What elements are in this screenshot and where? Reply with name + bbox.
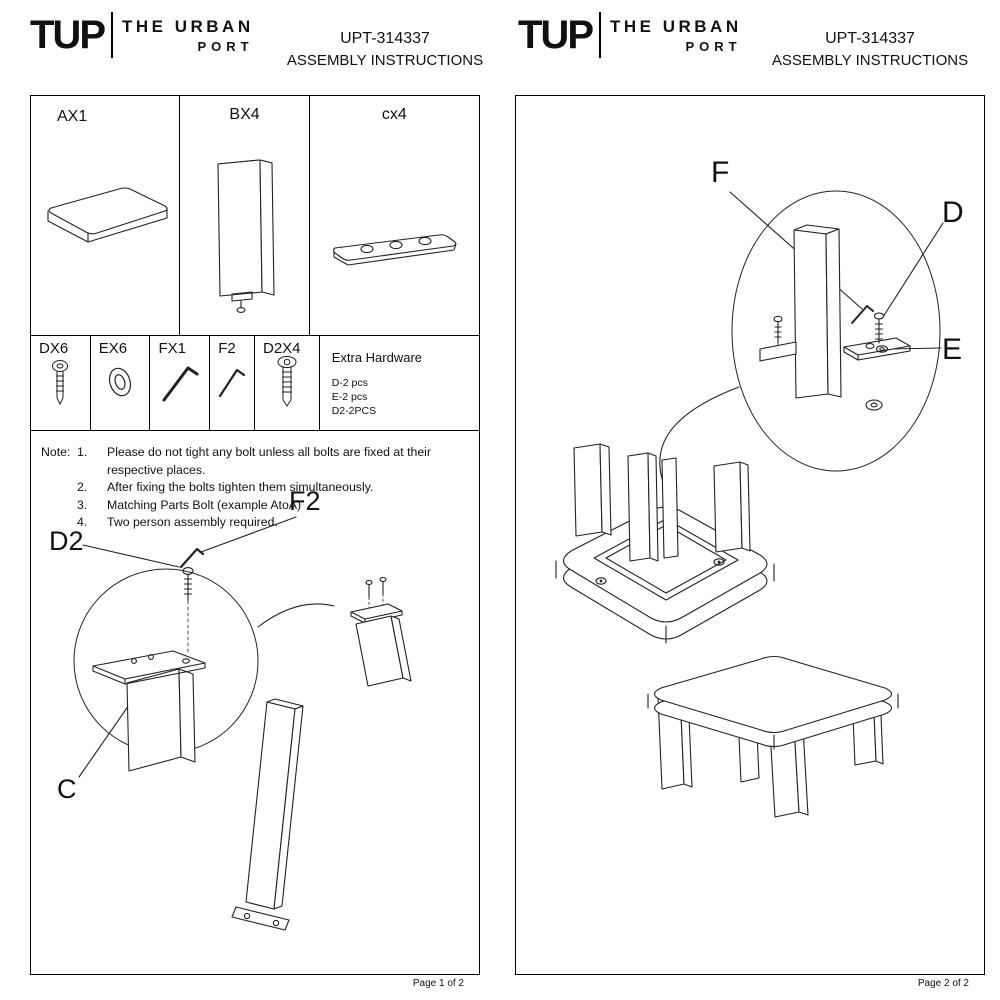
part-cell-d2: D2X4 bbox=[255, 336, 320, 430]
note-number: 3. bbox=[77, 497, 88, 512]
logo-line2: PORT bbox=[197, 38, 254, 54]
parts-table-row1: AX1 BX4 bbox=[31, 96, 479, 336]
callout-label-c: C bbox=[57, 774, 77, 804]
leg-part-drawing bbox=[217, 159, 275, 313]
note-row: 3. Matching Parts Bolt (example AtoA) bbox=[41, 497, 477, 515]
callout-label-e: E bbox=[942, 333, 963, 366]
note-number: 1. bbox=[77, 445, 88, 459]
logo-line1: THE URBAN bbox=[122, 16, 254, 36]
callout-label-f: F bbox=[711, 156, 730, 189]
extra-hardware-item: D2-2PCS bbox=[331, 405, 377, 417]
part-cell-c: cx4 bbox=[310, 96, 479, 335]
extra-hardware-title: Extra Hardware bbox=[331, 350, 423, 365]
callout-label-f2: F2 bbox=[289, 486, 321, 516]
model-number: UPT-314337 bbox=[340, 30, 430, 47]
small-allen-key-part-drawing bbox=[219, 368, 246, 398]
logo-wordmark: THE URBAN PORT bbox=[610, 17, 742, 54]
page1-footer: Page 1 of 2 bbox=[412, 978, 464, 989]
part-cell-d: DX6 bbox=[31, 336, 91, 430]
document-title: ASSEMBLY INSTRUCTIONS bbox=[771, 52, 969, 69]
page2-footer: Page 2 of 2 bbox=[917, 978, 969, 989]
part-cell-b: BX4 bbox=[180, 96, 310, 335]
logo-divider bbox=[111, 12, 113, 58]
document-title-block: UPT-314337 ASSEMBLY INSTRUCTIONS bbox=[755, 30, 985, 69]
instruction-page-2: TUP THE URBAN PORT UPT-314337 ASSEMBLY I… bbox=[500, 0, 1000, 1000]
note-text: Matching Parts Bolt (example AtoA) bbox=[107, 497, 302, 512]
part-cell-f: FX1 bbox=[150, 336, 211, 430]
model-number: UPT-314337 bbox=[825, 30, 915, 47]
notes-label: Note: bbox=[41, 445, 71, 459]
part-cell-f2: F2 bbox=[210, 336, 255, 430]
logo-tup-text: TUP bbox=[30, 13, 106, 57]
extra-hardware-item: E-2 pcs bbox=[331, 391, 368, 403]
callout-label-d: D bbox=[942, 196, 964, 229]
note-row: 4. Two person assembly required. bbox=[41, 514, 477, 532]
page2-sheet: F D E bbox=[515, 95, 985, 975]
note-text: Please do not tight any bolt unless all … bbox=[107, 445, 432, 477]
part-label-a: AX1 bbox=[57, 108, 88, 125]
brand-logo: TUP THE URBAN PORT bbox=[518, 12, 742, 58]
note-text: After fixing the bolts tighten them simu… bbox=[107, 480, 374, 494]
assembly-notes: Note: 1. Please do not tight any bolt un… bbox=[41, 444, 477, 532]
document-title-block: UPT-314337 ASSEMBLY INSTRUCTIONS bbox=[270, 30, 500, 69]
allen-key-part-drawing bbox=[162, 366, 199, 402]
tabletop-part-drawing bbox=[47, 187, 168, 243]
logo-line1: THE URBAN bbox=[610, 16, 742, 36]
note-number: 4. bbox=[77, 515, 88, 529]
note-row: Note: 1. Please do not tight any bolt un… bbox=[41, 444, 477, 479]
logo-wordmark: THE URBAN PORT bbox=[122, 17, 254, 54]
extra-hardware-list: D-2 pcs E-2 pcs D2-2PCS bbox=[332, 376, 376, 418]
part-cell-a: AX1 bbox=[31, 96, 181, 335]
bolt-part-drawing bbox=[277, 356, 297, 407]
logo-divider bbox=[599, 12, 601, 58]
assembly-step2-diagram bbox=[555, 190, 944, 818]
brand-logo: TUP THE URBAN PORT bbox=[30, 12, 254, 58]
part-label-b: BX4 bbox=[229, 106, 260, 123]
part-cell-e: EX6 bbox=[91, 336, 151, 430]
part-label-f2: F2 bbox=[218, 340, 236, 357]
assembly-step1-diagram bbox=[73, 516, 412, 931]
note-row: 2. After fixing the bolts tighten them s… bbox=[41, 479, 477, 497]
parts-table-row2: DX6 EX6 bbox=[31, 336, 479, 431]
callout-label-d2: D2 bbox=[49, 526, 84, 556]
note-text: Two person assembly required. bbox=[107, 515, 278, 529]
logo-line2: PORT bbox=[685, 38, 742, 54]
part-label-e: EX6 bbox=[98, 340, 128, 357]
note-number: 2. bbox=[77, 480, 88, 494]
instruction-page-1: TUP THE URBAN PORT UPT-314337 ASSEMBLY I… bbox=[30, 12, 500, 989]
logo-tup-text: TUP bbox=[518, 13, 594, 57]
part-label-d: DX6 bbox=[39, 340, 69, 357]
extra-hardware-item: D-2 pcs bbox=[331, 377, 368, 389]
document-title: ASSEMBLY INSTRUCTIONS bbox=[286, 52, 484, 69]
part-label-c: cx4 bbox=[381, 106, 407, 123]
screw-part-drawing bbox=[52, 360, 68, 406]
part-label-f: FX1 bbox=[158, 340, 186, 357]
extra-hardware-cell: Extra Hardware D-2 pcs E-2 pcs D2-2PCS bbox=[320, 336, 479, 430]
part-label-d2: D2X4 bbox=[263, 340, 301, 357]
washer-part-drawing bbox=[108, 367, 131, 397]
plate-part-drawing bbox=[332, 234, 457, 266]
page1-sheet: AX1 BX4 bbox=[30, 95, 480, 975]
